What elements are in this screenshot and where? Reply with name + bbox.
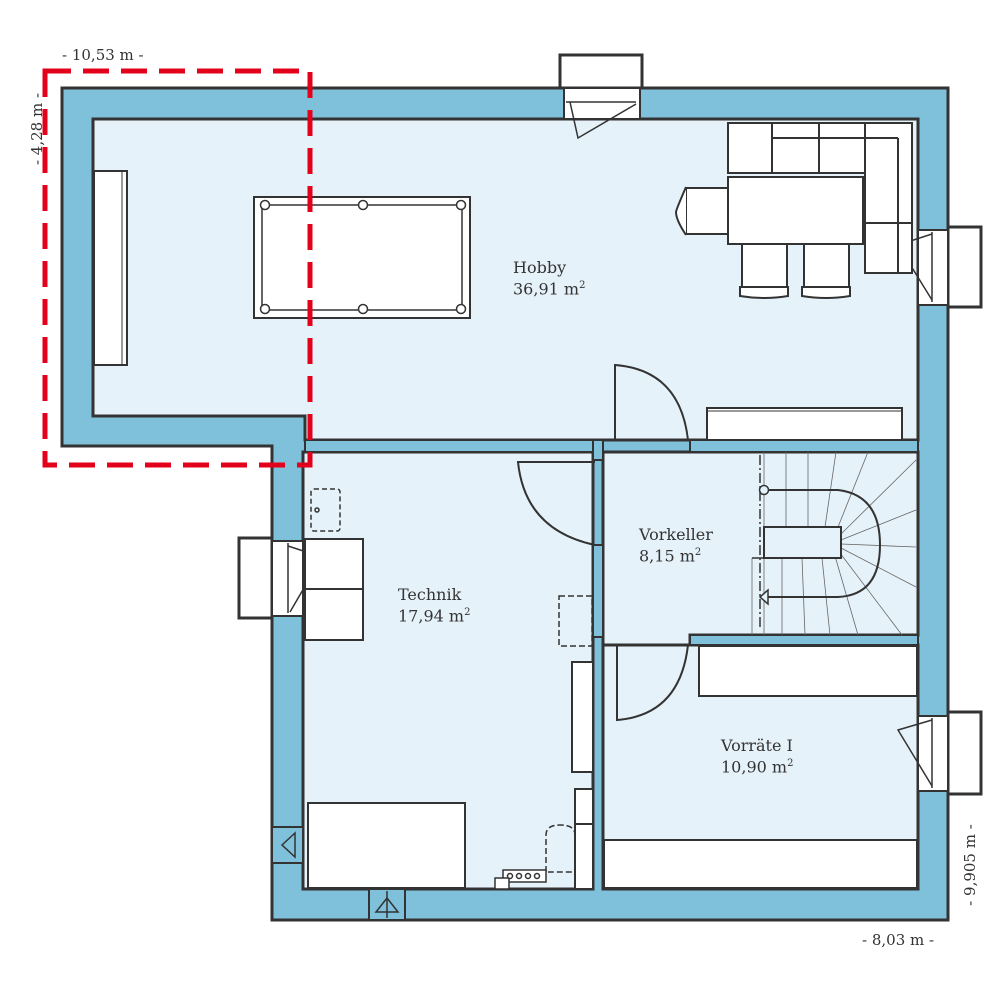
vent-icon xyxy=(368,888,406,921)
dimension-top-width: - 10,53 m - xyxy=(62,46,144,64)
window-icon xyxy=(896,225,983,309)
room-label-vorraete: Vorräte I 10,90 m2 xyxy=(721,737,793,776)
dimension-left-height: - 4,28 m - xyxy=(28,92,46,166)
shelf-icon xyxy=(603,645,918,889)
room-area: 10,90 m2 xyxy=(721,757,794,777)
dimension-bottom-width: - 8,03 m - xyxy=(862,931,935,949)
cabinet-icon xyxy=(93,170,128,366)
washing-machine-icon xyxy=(558,595,593,647)
boiler-icon xyxy=(494,824,576,890)
room-name: Vorräte I xyxy=(721,736,793,755)
room-name: Vorkeller xyxy=(639,525,713,544)
dimension-right-height: - 9,905 m - xyxy=(961,824,979,906)
sofa-icon xyxy=(727,122,913,274)
room-label-vorkeller: Vorkeller 8,15 m2 xyxy=(639,526,713,565)
room-label-technik: Technik 17,94 m2 xyxy=(398,586,470,625)
window-icon xyxy=(237,536,324,620)
sink-icon xyxy=(310,488,341,532)
staircase-icon xyxy=(751,451,917,636)
highlight-outline xyxy=(42,68,313,468)
vent-icon xyxy=(271,826,304,864)
room-name: Hobby xyxy=(513,258,567,277)
cabinet-icon xyxy=(304,538,364,641)
sideboard-icon xyxy=(706,407,903,441)
room-area: 36,91 m2 xyxy=(513,279,586,299)
door-swing-icon xyxy=(516,363,689,722)
window-icon xyxy=(558,53,644,140)
room-label-hobby: Hobby 36,91 m2 xyxy=(513,259,585,298)
room-area: 8,15 m2 xyxy=(639,546,702,566)
room-name: Technik xyxy=(398,585,462,604)
room-area: 17,94 m2 xyxy=(398,606,471,626)
workbench-icon xyxy=(307,802,466,889)
billiard-table-icon xyxy=(253,196,471,319)
shelf-icon xyxy=(571,661,594,890)
dining-table-icon xyxy=(674,176,864,299)
window-icon xyxy=(896,710,983,796)
